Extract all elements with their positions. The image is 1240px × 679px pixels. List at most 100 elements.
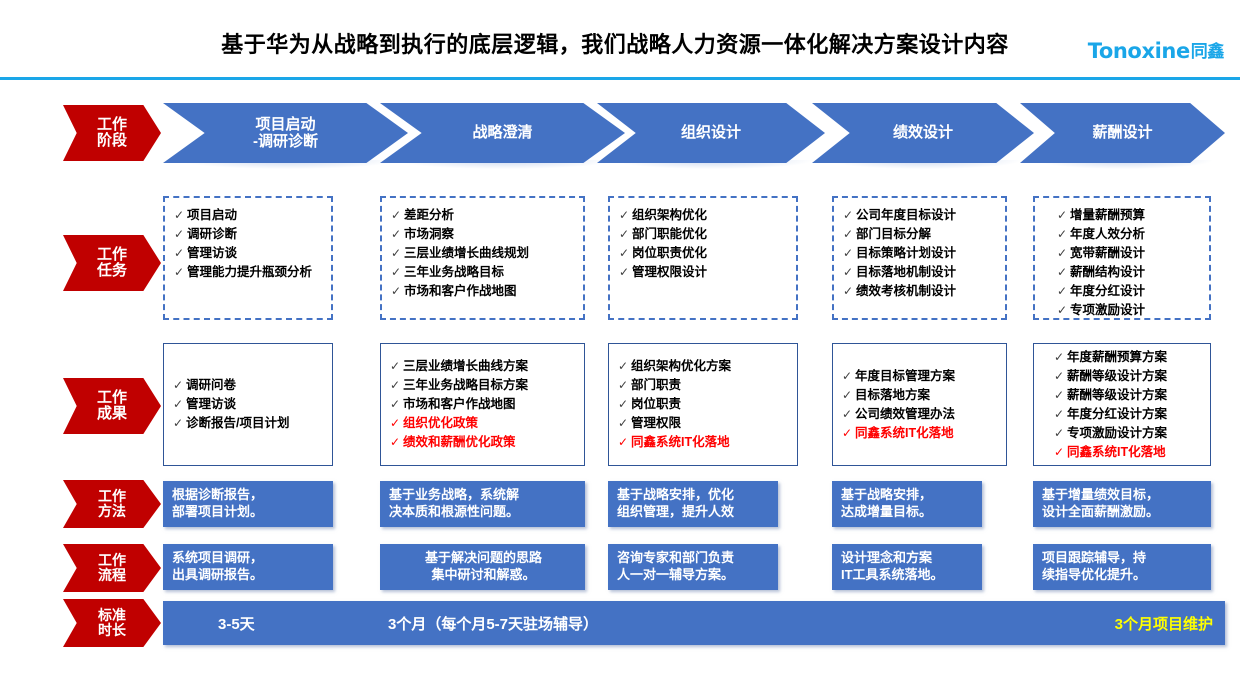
process-1-line2: 出具调研报告。	[172, 567, 264, 582]
task-box-4: ✓公司年度目标设计 ✓部门目标分解 ✓目标策略计划设计 ✓目标落地机制设计 ✓绩…	[832, 196, 1007, 320]
list-item-label: 管理访谈	[187, 246, 238, 260]
stage-chevron-3[interactable]: 组织设计	[597, 103, 825, 163]
list-item-label: 部门职能优化	[632, 227, 708, 241]
check-icon: ✓	[843, 284, 854, 298]
list-item-label: 项目启动	[187, 208, 238, 222]
list-item: ✓绩效考核机制设计	[843, 282, 999, 301]
method-chip-4[interactable]: 基于战略安排， 达成增量目标。	[832, 481, 982, 527]
list-item: ✓年度人效分析	[1057, 225, 1203, 244]
list-item-label: 市场和客户作战地图	[404, 284, 517, 298]
list-item-label: 年度人效分析	[1070, 227, 1146, 241]
check-icon: ✓	[842, 368, 853, 383]
list-item-label: 绩效和薪酬优化政策	[403, 435, 516, 449]
row-label-result-line1: 工作	[96, 388, 127, 406]
check-icon: ✓	[1057, 303, 1068, 317]
row-label-method-line2: 方法	[98, 503, 126, 519]
list-item-label: 薪酬等级设计方案	[1067, 387, 1168, 402]
check-icon: ✓	[391, 208, 402, 222]
method-1-line1: 根据诊断报告，	[172, 487, 264, 503]
check-icon: ✓	[390, 435, 401, 449]
list-item-label: 目标落地方案	[855, 387, 931, 402]
list-item-label: 增量薪酬预算	[1070, 208, 1146, 222]
list-item-label: 公司绩效管理办法	[855, 406, 956, 421]
list-item: ✓组织架构优化	[619, 206, 790, 225]
check-icon: ✓	[619, 265, 630, 279]
list-item-label: 三年业务战略目标	[404, 265, 505, 279]
list-item-label: 组织架构优化方案	[631, 359, 732, 373]
check-icon: ✓	[173, 397, 184, 411]
list-item-label: 年度分红设计	[1070, 284, 1146, 298]
check-icon: ✓	[1054, 444, 1065, 459]
stage-1-line1: 项目启动	[255, 115, 316, 133]
list-item-label: 差距分析	[404, 208, 455, 222]
process-chip-4[interactable]: 设计理念和方案 IT工具系统落地。	[832, 544, 982, 590]
check-icon: ✓	[1057, 284, 1068, 298]
list-item-label: 诊断报告/项目计划	[186, 416, 290, 430]
row-label-process-line1: 工作	[98, 551, 126, 568]
list-item-label: 组织架构优化	[632, 208, 708, 222]
process-chip-2[interactable]: 基于解决问题的思路 集中研讨和解惑。	[380, 544, 585, 590]
list-item-label: 三年业务战略目标方案	[403, 378, 529, 392]
list-item: ✓同鑫系统IT化落地	[1054, 443, 1204, 462]
list-item: ✓管理访谈	[174, 244, 325, 263]
check-icon: ✓	[842, 425, 853, 440]
method-1-line2: 部署项目计划。	[172, 504, 264, 519]
duration-bar: 3-5天 3个月（每个月5-7天驻场辅导） 3个月项目维护	[163, 601, 1225, 645]
check-icon: ✓	[842, 406, 853, 421]
list-item: ✓宽带薪酬设计	[1057, 244, 1203, 263]
list-item-label: 年度薪酬预算方案	[1067, 349, 1168, 364]
list-item-label: 宽带薪酬设计	[1070, 246, 1146, 260]
row-label-process-line2: 流程	[98, 567, 126, 583]
process-5-line2: 续指导优化提升。	[1042, 567, 1147, 582]
check-icon: ✓	[174, 227, 185, 241]
process-chip-1[interactable]: 系统项目调研， 出具调研报告。	[163, 544, 333, 590]
method-chip-5[interactable]: 基于增量绩效目标， 设计全面薪酬激励。	[1033, 481, 1211, 527]
list-item-label: 同鑫系统IT化落地	[1067, 444, 1166, 459]
list-item: ✓年度薪酬预算方案	[1054, 348, 1204, 367]
list-item: ✓诊断报告/项目计划	[173, 414, 326, 433]
list-item: ✓同鑫系统IT化落地	[618, 433, 791, 452]
process-3-line2: 人一对一辅导方案。	[617, 567, 735, 582]
list-item-label: 目标策略计划设计	[856, 246, 957, 260]
result-box-4: ✓年度目标管理方案 ✓目标落地方案 ✓公司绩效管理办法 ✓同鑫系统IT化落地	[832, 343, 1007, 466]
list-item: ✓组织优化政策	[390, 414, 578, 433]
list-item-label: 管理权限设计	[632, 265, 708, 279]
list-item: ✓增量薪酬预算	[1057, 206, 1203, 225]
method-4-line1: 基于战略安排，	[841, 487, 933, 503]
list-item-label: 管理权限	[631, 416, 682, 430]
check-icon: ✓	[618, 359, 629, 373]
row-label-task: 工作 任务	[63, 235, 161, 291]
list-item-label: 管理访谈	[186, 397, 237, 411]
method-5-line2: 设计全面薪酬激励。	[1042, 504, 1160, 519]
list-item-label: 三层业绩增长曲线规划	[404, 246, 530, 260]
stage-chevron-5[interactable]: 薪酬设计	[1020, 103, 1225, 163]
method-chip-1[interactable]: 根据诊断报告， 部署项目计划。	[163, 481, 333, 527]
result-box-1: ✓调研问卷 ✓管理访谈 ✓诊断报告/项目计划	[163, 343, 333, 466]
row-label-duration-line2: 时长	[98, 622, 126, 638]
list-item: ✓部门职责	[618, 376, 791, 395]
list-item-label: 调研诊断	[187, 227, 238, 241]
stage-chevron-2[interactable]: 战略澄清	[380, 103, 625, 163]
method-chip-2[interactable]: 基于业务战略，系统解 决本质和根源性问题。	[380, 481, 585, 527]
stage-chevron-1[interactable]: 项目启动 -调研诊断	[163, 103, 408, 163]
page-title: 基于华为从战略到执行的底层逻辑，我们战略人力资源一体化解决方案设计内容	[221, 32, 1009, 57]
list-item: ✓岗位职责优化	[619, 244, 790, 263]
list-item-label: 部门职责	[631, 378, 682, 392]
check-icon: ✓	[1057, 246, 1068, 260]
process-chip-5[interactable]: 项目跟踪辅导，持 续指导优化提升。	[1033, 544, 1211, 590]
list-item: ✓岗位职责	[618, 395, 791, 414]
process-2-line2: 集中研讨和解惑。	[431, 567, 536, 582]
row-label-stage: 工作 阶段	[63, 105, 161, 161]
list-item: ✓三年业务战略目标方案	[390, 376, 578, 395]
list-item: ✓市场和客户作战地图	[391, 282, 577, 301]
check-icon: ✓	[618, 397, 629, 411]
check-icon: ✓	[173, 416, 184, 430]
method-chip-3[interactable]: 基于战略安排，优化 组织管理，提升人效	[608, 481, 778, 527]
list-item: ✓薪酬等级设计方案	[1054, 386, 1204, 405]
process-chip-3[interactable]: 咨询专家和部门负责 人一对一辅导方案。	[608, 544, 778, 590]
list-item: ✓管理访谈	[173, 395, 326, 414]
stage-chevron-4[interactable]: 绩效设计	[812, 103, 1034, 163]
list-item-label: 部门目标分解	[856, 227, 932, 241]
